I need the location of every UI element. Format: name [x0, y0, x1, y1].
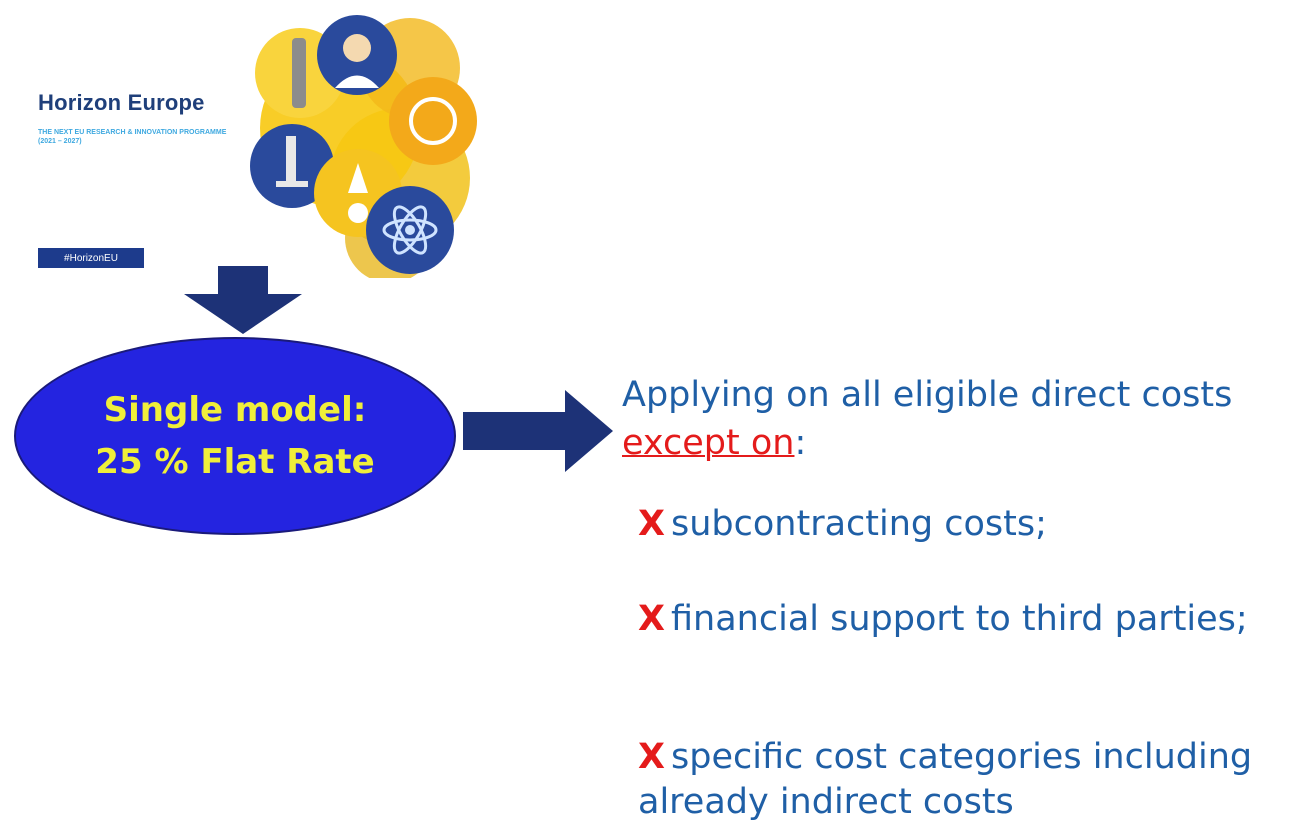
horizon-europe-title: Horizon Europe	[38, 90, 205, 115]
flask-icon	[409, 97, 457, 145]
atom-icon	[382, 218, 438, 242]
flask-circle	[389, 77, 477, 165]
except-on-text: except on	[622, 423, 795, 463]
down-arrow-icon	[184, 266, 302, 334]
applying-text: Applying on all eligible direct costs	[622, 375, 1233, 415]
hashtag-badge: #HorizonEU	[38, 248, 144, 268]
model-line-2: 25 % Flat Rate	[95, 442, 375, 482]
colon: :	[794, 423, 807, 463]
model-line-1: Single model:	[103, 390, 367, 430]
horizon-europe-illustration	[250, 15, 477, 278]
rocket-icon	[348, 163, 368, 193]
right-arrow-icon	[463, 390, 613, 472]
researcher-icon	[343, 34, 371, 62]
exception-text: specific cost categories including alrea…	[638, 737, 1253, 822]
exception-text: financial support to third parties;	[671, 599, 1248, 639]
horizon-europe-subtitle: THE NEXT EU RESEARCH & INNOVATION PROGRA…	[38, 129, 227, 145]
x-mark-icon: X	[638, 599, 665, 639]
applying-statement: Applying on all eligible direct costs ex…	[622, 371, 1302, 467]
microscope-icon	[286, 136, 296, 181]
exception-text: subcontracting costs;	[671, 504, 1047, 544]
model-ellipse: Single model: 25 % Flat Rate	[14, 337, 456, 535]
x-mark-icon: X	[638, 504, 665, 544]
dna-icon	[292, 38, 306, 108]
x-mark-icon: X	[638, 737, 665, 777]
